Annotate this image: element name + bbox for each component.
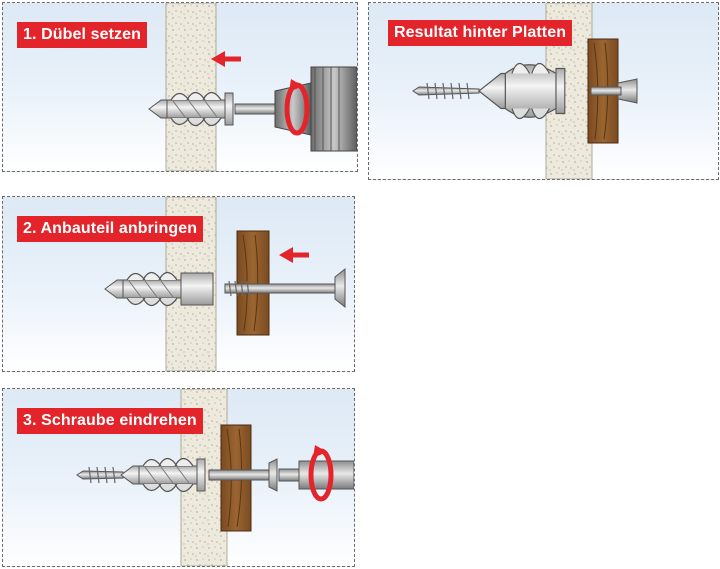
- step-2-panel: 2. Anbauteil anbringen: [2, 196, 355, 372]
- result-illustration: [412, 3, 638, 179]
- drywall: [165, 3, 217, 171]
- rotate-arrow-icon: [284, 79, 310, 136]
- step-3-label: 3. Schraube eindrehen: [17, 408, 203, 434]
- screw-tip: [76, 470, 124, 480]
- step-1-illustration: [148, 3, 357, 171]
- screw-shaft: [208, 469, 274, 481]
- screw-tip: [412, 86, 480, 96]
- screwdriver-body: [298, 460, 354, 490]
- result-label: Resultat hinter Platten: [388, 20, 573, 46]
- wall-anchor: [148, 91, 234, 127]
- drill-bit: [234, 103, 276, 115]
- step-1-panel: 1. Dübel setzen: [2, 2, 358, 172]
- drill-body: [310, 66, 357, 152]
- step-3-panel: 3. Schraube eindrehen: [2, 388, 355, 567]
- rotate-arrow-icon: [308, 445, 334, 502]
- step-1-label: 1. Dübel setzen: [17, 22, 147, 48]
- step-2-label: 2. Anbauteil anbringen: [17, 216, 204, 242]
- screwdriver-tip: [278, 468, 300, 482]
- wood-part: [236, 230, 270, 336]
- wall-anchor: [104, 271, 214, 307]
- screw-head: [334, 267, 346, 309]
- wall-anchor-expanded: [478, 62, 566, 120]
- result-panel: Resultat hinter Platten: [368, 2, 719, 180]
